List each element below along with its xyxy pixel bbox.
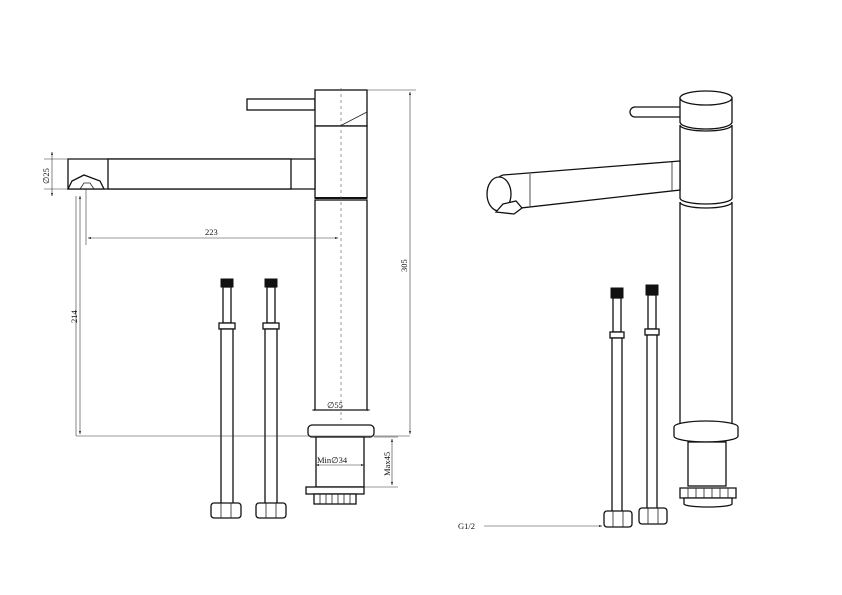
mounting-nut xyxy=(305,486,365,495)
aerator xyxy=(494,200,523,215)
dim-max-deck-thickness: Max45 xyxy=(382,452,392,476)
spout xyxy=(491,160,681,211)
handle-lever xyxy=(246,98,316,111)
base-flange xyxy=(307,424,375,438)
upper-body xyxy=(679,124,733,205)
dim-spout-height: 214 xyxy=(69,310,79,324)
perspective-view: G1/2 xyxy=(458,90,739,531)
spout-sleeve xyxy=(107,158,292,190)
aerator xyxy=(66,174,106,190)
base-flange xyxy=(673,420,739,443)
dim-hose-thread: G1/2 xyxy=(458,521,475,531)
dim-total-height: 305 xyxy=(399,259,409,272)
dim-body-diameter: ∅55 xyxy=(327,400,343,410)
handle-cap xyxy=(679,97,733,130)
dim-hole-min-diameter: Min∅34 xyxy=(317,455,348,465)
mounting-shank xyxy=(687,441,727,487)
dim-spout-diameter: ∅25 xyxy=(41,168,51,184)
mounting-nut xyxy=(679,487,737,499)
elevation-view: ∅25 223 214 305 ∅55 Min∅34 Max45 xyxy=(41,88,416,519)
supply-hose-left xyxy=(603,287,633,528)
dim-spout-reach: 223 xyxy=(205,227,218,237)
supply-hose-right xyxy=(255,278,287,519)
lower-body xyxy=(679,201,733,427)
supply-hose-left xyxy=(210,278,242,519)
handle-lever xyxy=(629,106,685,118)
supply-hose-right xyxy=(638,284,668,525)
